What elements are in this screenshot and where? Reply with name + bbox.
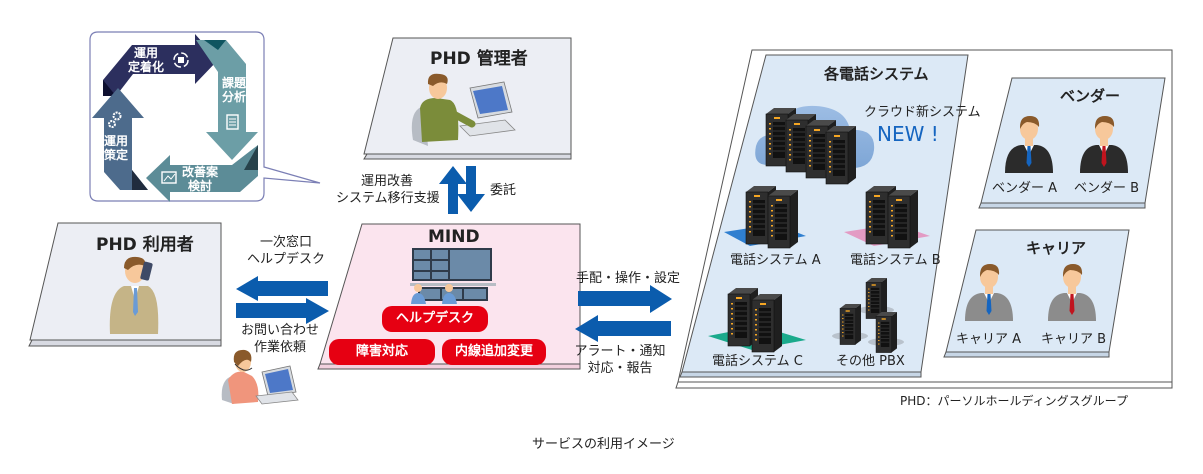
new-badge: NEW ! <box>877 122 939 146</box>
cycle-step-2-label: 課題 分析 <box>222 76 247 104</box>
mind-panel-title: MIND <box>428 227 480 247</box>
cycle-arrow-right <box>196 40 258 160</box>
arrow-right-to-mind <box>236 298 329 324</box>
gears-icon <box>108 111 122 128</box>
system-a-servers <box>724 185 806 249</box>
operations-center-icon <box>410 248 496 304</box>
user-bottom-label: お問い合わせ 作業依頼 <box>240 323 319 355</box>
system-top-label: 手配・操作・設定 <box>576 271 681 286</box>
admin-panel-title: PHD 管理者 <box>430 49 528 69</box>
arrow-down-to-mind <box>457 166 485 212</box>
system-a-label: 電話システム A <box>730 253 821 268</box>
user-top-label: 一次窓口 ヘルプデスク <box>246 235 325 267</box>
service-pill-helpdesk: ヘルプデスク <box>382 306 488 332</box>
cycle-step-1-label: 運用 定着化 <box>128 46 165 74</box>
system-b-servers <box>844 185 930 249</box>
cycle-arrow-top <box>103 34 218 96</box>
vendor-a-label: ベンダー A <box>992 181 1058 196</box>
vendor-panel-title: ベンダー <box>1060 87 1121 105</box>
arrow-left-to-mind <box>575 315 671 342</box>
phone-systems-title: 各電話システム <box>824 65 929 83</box>
man-at-laptop-icon <box>411 73 516 146</box>
figure-caption: サービスの利用イメージ <box>532 437 675 452</box>
system-bottom-label: アラート・通知 対応・報告 <box>574 344 666 376</box>
pbx-servers <box>832 277 904 353</box>
admin-down-label: 委託 <box>490 183 517 198</box>
arrow-left-to-user <box>236 276 328 301</box>
carrier-b-label: キャリア B <box>1041 332 1107 347</box>
admin-panel <box>363 37 572 160</box>
system-c-label: 電話システム C <box>712 354 803 369</box>
cycle-arrow-left <box>92 88 148 190</box>
system-b-label: 電話システム B <box>850 253 941 268</box>
vendor-b-label: ベンダー B <box>1074 181 1140 196</box>
cycle-callout <box>89 31 321 202</box>
vendor-panel <box>978 77 1166 209</box>
service-pill-incident: 障害対応 <box>329 339 435 365</box>
group-frame-base <box>675 381 1173 389</box>
cycle-arrow-bottom <box>146 145 258 202</box>
chart-icon <box>161 171 177 184</box>
arrow-up-to-admin <box>439 166 467 214</box>
user-panel-title: PHD 利用者 <box>96 235 194 255</box>
admin-up-label: 運用改善 システム移行支援 <box>336 174 440 206</box>
carrier-a-label: キャリア A <box>956 332 1022 347</box>
service-pill-extension: 内線追加変更 <box>442 339 546 365</box>
arrow-right-to-systems <box>578 285 672 313</box>
clipboard-icon <box>226 114 239 130</box>
pbx-label: その他 PBX <box>836 354 905 369</box>
cycle-step-4-label: 運用 策定 <box>104 134 129 162</box>
operator-with-headset-icon <box>221 349 299 405</box>
carrier-panel <box>943 229 1130 358</box>
phone-systems-panel <box>679 54 969 378</box>
system-c-servers <box>708 287 806 353</box>
carrier-panel-title: キャリア <box>1026 239 1087 257</box>
cycle-icon <box>173 52 189 68</box>
footnote: PHD：パーソルホールディングスグループ <box>900 394 1128 408</box>
callout-bubble <box>89 31 321 202</box>
cycle-step-3-label: 改善案 検討 <box>182 165 219 193</box>
cloud-system-label: クラウド新システム <box>864 105 981 120</box>
user-panel <box>28 222 222 347</box>
man-on-phone-icon <box>109 256 159 334</box>
